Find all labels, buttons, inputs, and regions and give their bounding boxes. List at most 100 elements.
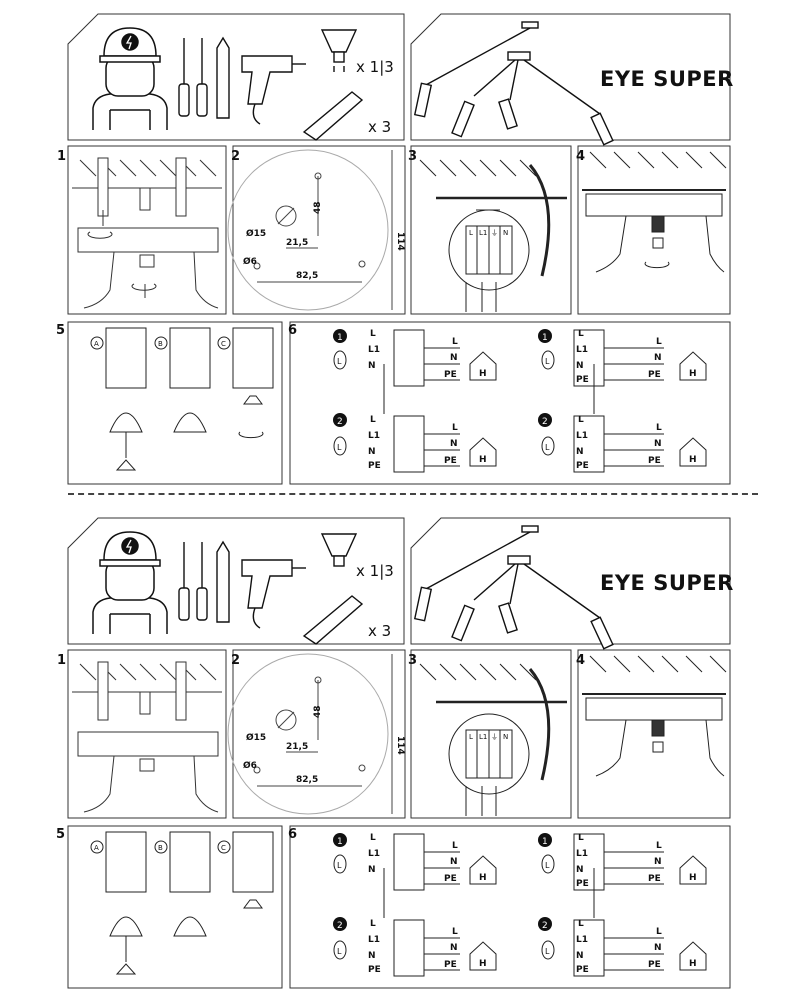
option2-number: 2 [337, 417, 343, 427]
terminal-n: N [503, 733, 508, 741]
product-illustration [413, 525, 614, 650]
wire-pe-3: PE [576, 879, 589, 889]
out-l-1: L [452, 337, 458, 347]
electrician-icon [92, 531, 168, 634]
house-h-1: H [479, 369, 487, 379]
option1-number: 1 [337, 333, 343, 343]
step1-mounting-illustration [72, 661, 222, 813]
wire-n-2: N [368, 447, 376, 457]
out-l-4: L [656, 423, 662, 433]
step4-frame [577, 145, 731, 315]
gu10-bulb-icon [320, 533, 358, 567]
out-pe-4: PE [648, 456, 661, 466]
dim-114: 114 [395, 736, 405, 755]
step4-canopy-illustration [582, 151, 727, 273]
terminal-earth: ⏚ [491, 733, 498, 741]
bulb-symbol-4: L [545, 947, 550, 956]
wire-l1-4: L1 [576, 935, 588, 945]
variant-b: B [158, 844, 163, 852]
terminal-earth: ⏚ [491, 229, 498, 237]
drilling-template [227, 149, 393, 311]
out-l-2: L [452, 423, 458, 433]
wire-l-1: L [370, 329, 376, 339]
wire-n-1: N [368, 865, 376, 875]
out-n-4: N [654, 943, 662, 953]
wire-l-1: L [370, 833, 376, 843]
out-pe-4: PE [648, 960, 661, 970]
step6-number: 6 [288, 827, 297, 842]
wire-l1-2: L1 [368, 431, 380, 441]
variant-a: A [94, 844, 99, 852]
terminal-n: N [503, 229, 508, 237]
wire-pe-4: PE [576, 965, 589, 975]
wire-l1-3: L1 [576, 849, 588, 859]
wire-l1-3: L1 [576, 345, 588, 355]
house-h-2: H [479, 959, 487, 969]
step3-number: 3 [408, 149, 417, 164]
plug-quantity: x 3 [368, 622, 391, 640]
option2-earth-number: 2 [542, 417, 548, 427]
wire-pe-2: PE [368, 461, 381, 471]
out-pe-2: PE [444, 960, 457, 970]
step1-frame [67, 145, 227, 315]
step4-number: 4 [576, 149, 585, 164]
bulb-variants [90, 327, 274, 471]
product-name: EYE SUPER [600, 67, 734, 91]
step4-canopy-illustration [582, 655, 727, 777]
option2-marker [333, 413, 347, 427]
step2-number: 2 [231, 653, 240, 668]
dim-48: 48 [313, 201, 323, 214]
wire-l1-2: L1 [368, 935, 380, 945]
wiring-diagrams [333, 329, 707, 473]
step1-number: 1 [57, 149, 66, 164]
out-pe-1: PE [444, 874, 457, 884]
wire-pe-4: PE [576, 461, 589, 471]
wall-plug-icon [302, 595, 364, 645]
out-n-1: N [450, 353, 458, 363]
bulb-variants [90, 831, 274, 975]
step4-number: 4 [576, 653, 585, 668]
step2-number: 2 [231, 149, 240, 164]
house-h-4: H [689, 959, 697, 969]
step1-mounting-illustration [72, 157, 222, 309]
wiring-diagrams [333, 833, 707, 977]
drill-icon [241, 55, 306, 125]
variant-b: B [158, 340, 163, 348]
terminal-l: L [469, 733, 473, 741]
option1-earth-marker [538, 329, 552, 343]
out-l-4: L [656, 927, 662, 937]
bulb-symbol-3: L [545, 861, 550, 870]
bulb-symbol-2: L [337, 947, 342, 956]
dim-d15: Ø15 [246, 228, 266, 239]
bulb-symbol-1: L [337, 861, 342, 870]
step3-frame [410, 145, 572, 315]
step1-number: 1 [57, 653, 66, 668]
dim-48: 48 [313, 705, 323, 718]
product-panel-frame [410, 13, 731, 141]
sheet-graphics: x 1|3 x 3 EYE SUPER 1 2 [56, 13, 734, 485]
out-n-2: N [450, 943, 458, 953]
screwdriver-icons [178, 540, 230, 623]
out-l-3: L [656, 841, 662, 851]
out-n-1: N [450, 857, 458, 867]
wire-l-3: L [578, 329, 584, 339]
out-n-3: N [654, 353, 662, 363]
dim-114: 114 [395, 232, 405, 251]
dim-21-5: 21,5 [286, 742, 308, 752]
wire-l-3: L [578, 833, 584, 843]
variant-a: A [94, 340, 99, 348]
terminal-l: L [469, 229, 473, 237]
wire-n-1: N [368, 361, 376, 371]
step6-frame [289, 321, 731, 485]
out-l-1: L [452, 841, 458, 851]
product-name: EYE SUPER [600, 571, 734, 595]
out-n-4: N [654, 439, 662, 449]
cut-line [68, 493, 758, 495]
step3-wiring-illustration [419, 159, 567, 312]
drilling-template [227, 653, 393, 815]
variant-c: C [221, 844, 226, 852]
step5-frame [67, 321, 283, 485]
option1-number: 1 [337, 837, 343, 847]
step6-number: 6 [288, 323, 297, 338]
option1-earth-number: 1 [542, 837, 548, 847]
